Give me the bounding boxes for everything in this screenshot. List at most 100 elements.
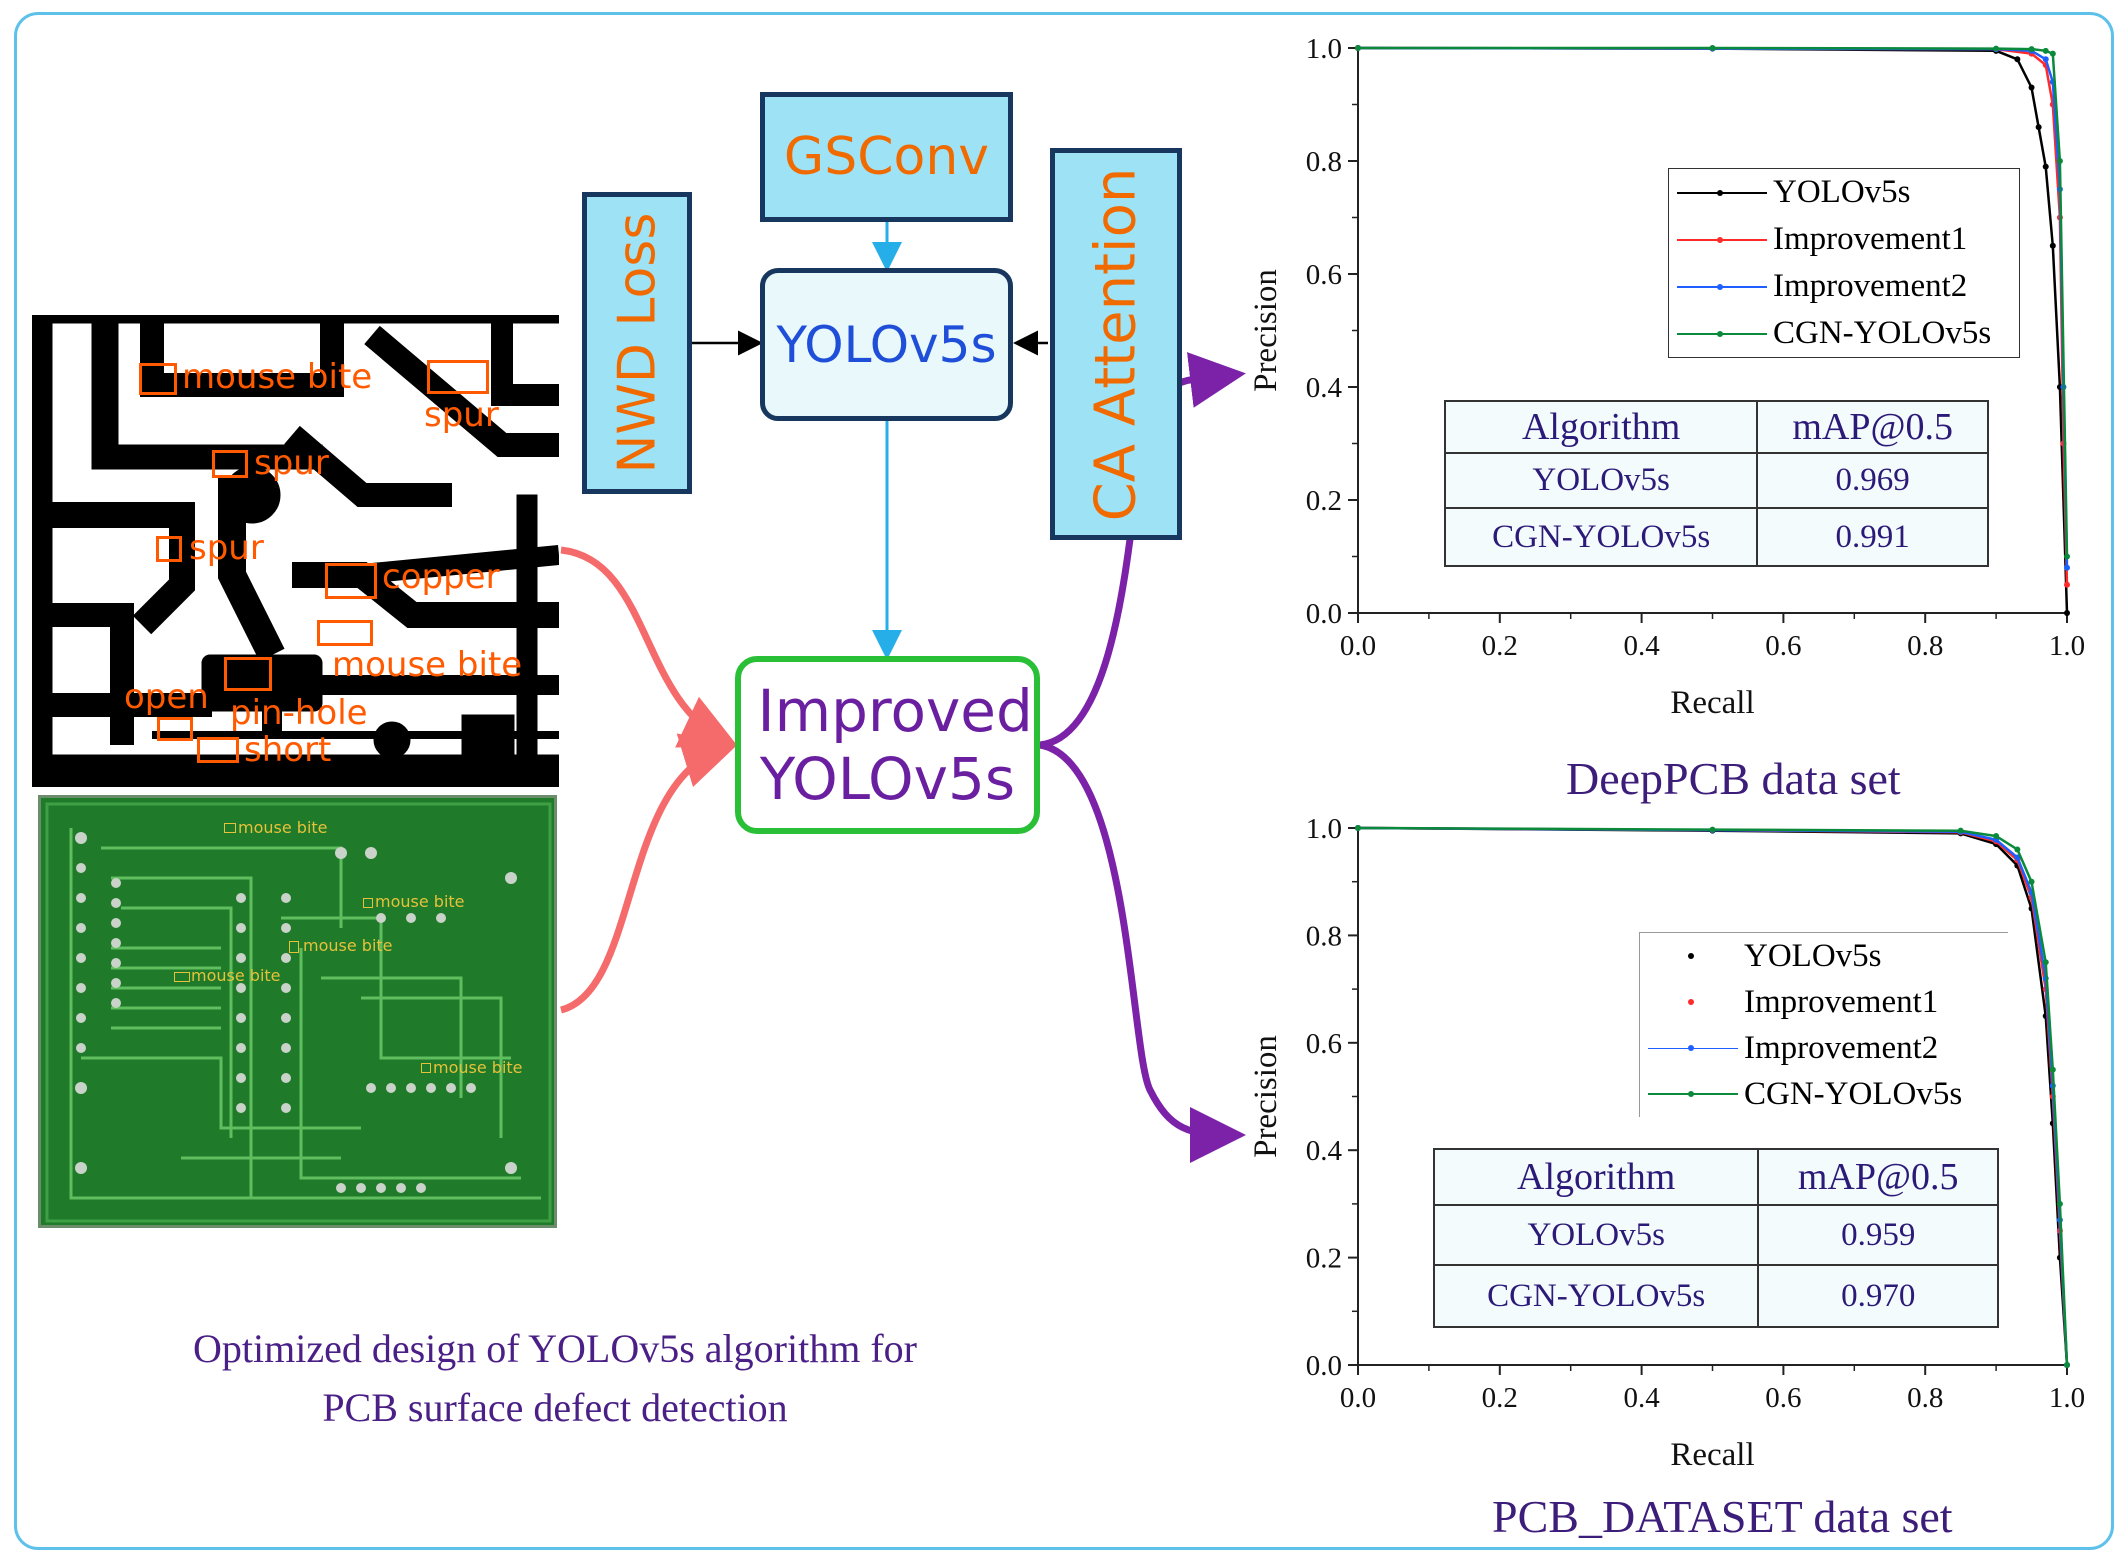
series-point xyxy=(1957,827,1964,834)
series-point xyxy=(1355,825,1361,831)
ca-attention-box: CA Attention xyxy=(1050,148,1182,540)
y-tick-label: 1.0 xyxy=(1306,33,1342,65)
defect-label-mouse-bite: mouse bite xyxy=(332,645,523,685)
legend-label: Improvement1 xyxy=(1744,983,1939,1020)
table-header: Algorithm xyxy=(1443,400,1759,454)
legend-entry: Improvement1 xyxy=(1640,979,2008,1025)
defect-box xyxy=(289,941,299,953)
legend-entry: Improvement2 xyxy=(1640,1025,2008,1071)
ca-attention-label: CA Attention xyxy=(1083,167,1149,521)
x-tick-label: 0.8 xyxy=(1907,630,1943,662)
table-header: Algorithm xyxy=(1432,1148,1760,1206)
table-cell: CGN-YOLOv5s xyxy=(1443,507,1759,567)
improved-yolov5s-box: Improved YOLOv5s xyxy=(735,656,1040,834)
defect-box xyxy=(156,536,182,562)
defect-box xyxy=(363,898,373,908)
defect-box xyxy=(174,972,190,982)
series-point xyxy=(1709,45,1716,51)
series-point xyxy=(2042,47,2049,54)
gsconv-label: GSConv xyxy=(783,127,990,187)
table-cell: CGN-YOLOv5s xyxy=(1432,1264,1760,1328)
defect-box xyxy=(224,657,272,691)
series-point xyxy=(2042,56,2049,63)
legend-label: Improvement2 xyxy=(1744,1029,1939,1066)
nwd-loss-box: NWD Loss xyxy=(582,192,692,494)
table-cell: 0.970 xyxy=(1757,1264,1999,1328)
table-header: mAP@0.5 xyxy=(1757,1148,1999,1206)
defect-box xyxy=(197,737,239,763)
green-pcb-traces xyxy=(45,802,552,1223)
defect-label-spur: spur xyxy=(189,528,264,568)
y-tick-label: 0.6 xyxy=(1306,1028,1342,1060)
series-point xyxy=(2064,553,2070,560)
x-tick-label: 0.0 xyxy=(1340,1382,1376,1414)
pcb-dataset-legend: YOLOv5s Improvement1 Improvement2 CGN-YO… xyxy=(1639,932,2008,1117)
series-point xyxy=(2049,242,2056,249)
x-tick-label: 0.6 xyxy=(1765,1382,1801,1414)
legend-entry: YOLOv5s xyxy=(1640,933,2008,979)
x-tick-label: 0.8 xyxy=(1907,1382,1943,1414)
series-point xyxy=(2064,610,2070,616)
caption-line-2: PCB surface defect detection xyxy=(322,1385,788,1430)
arrow-pcb-dataset-image xyxy=(559,733,739,1014)
defect-box xyxy=(157,717,193,741)
series-point xyxy=(2049,50,2056,57)
table-cell: YOLOv5s xyxy=(1432,1204,1760,1266)
series-point xyxy=(2014,854,2021,861)
legend-entry: CGN-YOLOv5s xyxy=(1669,310,2019,357)
legend-entry: YOLOv5s xyxy=(1669,169,2019,216)
legend-label: CGN-YOLOv5s xyxy=(1744,1075,1963,1112)
nwd-loss-label: NWD Loss xyxy=(607,212,668,474)
series-point xyxy=(2064,1362,2070,1368)
series-point xyxy=(2014,846,2021,853)
arrow-to-pcbdataset-chart xyxy=(1039,741,1246,1163)
series-line-cgn-yolov5s xyxy=(1357,826,2069,1366)
defect-label-mouse-bite: mouse bite xyxy=(303,936,393,955)
y-tick-label: 0.2 xyxy=(1306,1243,1342,1275)
x-tick-label: 1.0 xyxy=(2049,630,2085,662)
y-tick-label: 0.4 xyxy=(1306,372,1343,404)
legend-label: Improvement2 xyxy=(1773,268,1968,304)
figure-caption: Optimized design of YOLOv5s algorithm fo… xyxy=(90,1325,1020,1431)
defect-label-mouse-bite: mouse bite xyxy=(182,357,373,397)
caption-line-1: Optimized design of YOLOv5s algorithm fo… xyxy=(193,1326,917,1371)
x-tick-label: 0.6 xyxy=(1765,630,1801,662)
y-axis-label: Precision xyxy=(1250,1035,1284,1158)
x-axis-label: Recall xyxy=(1670,685,1754,721)
x-tick-label: 0.4 xyxy=(1623,630,1660,662)
table-cell: 0.969 xyxy=(1756,452,1989,509)
deeppcb-dataset-title: DeepPCB data set xyxy=(1566,753,1901,804)
y-tick-label: 0.8 xyxy=(1306,146,1342,178)
x-tick-label: 1.0 xyxy=(2049,1382,2085,1414)
y-tick-label: 0.6 xyxy=(1306,259,1342,291)
series-point xyxy=(2056,158,2063,164)
deeppcb-legend: YOLOv5s Improvement1 Improvement2 CGN-YO… xyxy=(1668,168,2020,358)
defect-label-mouse-bite: mouse bite xyxy=(238,818,328,837)
x-tick-label: 0.2 xyxy=(1482,1382,1518,1414)
pcb-dataset-title: PCB_DATASET data set xyxy=(1492,1491,1953,1542)
series-point xyxy=(2064,564,2070,571)
defect-box xyxy=(325,563,377,599)
defect-box xyxy=(427,360,489,394)
defect-label-pin-hole: pin-hole xyxy=(230,693,368,733)
series-point xyxy=(2028,84,2035,91)
legend-label: YOLOv5s xyxy=(1773,174,1911,210)
defect-label-mouse-bite: mouse bite xyxy=(433,1058,523,1077)
legend-label: YOLOv5s xyxy=(1744,937,1882,974)
x-axis-label: Recall xyxy=(1670,1437,1754,1473)
improved-yolov5s-label: Improved YOLOv5s xyxy=(757,676,1033,813)
y-tick-label: 0.2 xyxy=(1306,485,1342,517)
defect-box xyxy=(317,620,373,646)
deeppcb-sample-image: mouse bite spur spur spur copper mouse b… xyxy=(32,315,559,787)
table-cell: YOLOv5s xyxy=(1443,452,1759,509)
series-point xyxy=(1993,45,2000,52)
series-point xyxy=(2028,878,2035,885)
pcb-dataset-sample-image: mouse bite mouse bite mouse bite mouse b… xyxy=(38,795,557,1228)
y-tick-label: 0.0 xyxy=(1306,598,1342,630)
series-point xyxy=(2028,46,2035,53)
x-tick-label: 0.2 xyxy=(1482,630,1518,662)
